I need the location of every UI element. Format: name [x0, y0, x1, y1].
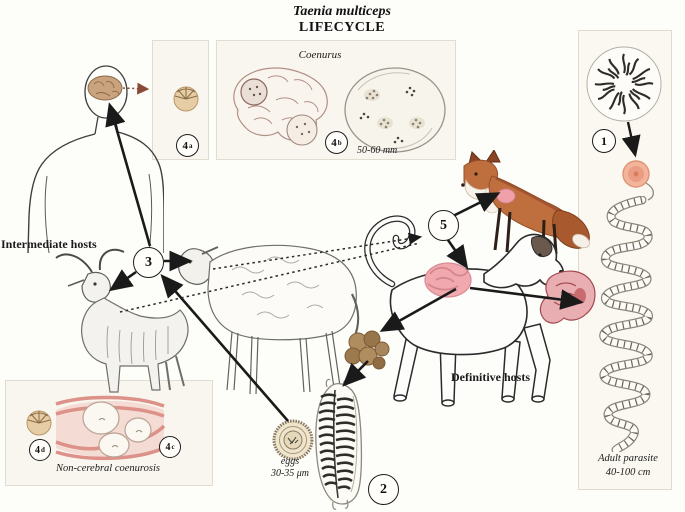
protoscolex-4a-illustration: [173, 86, 199, 112]
step-number: 4: [182, 139, 189, 152]
step-number: 2: [380, 481, 387, 497]
eggs-label: eggs: [280, 456, 300, 467]
step-badge-2: 2: [368, 474, 399, 505]
adult-parasite-label: Adult parasite: [598, 453, 658, 464]
proglottid-uterus-stem: [332, 389, 339, 499]
intermediate-hosts-label: Intermediate hosts: [1, 237, 97, 251]
fox-tail-tip-white: [572, 233, 590, 249]
step-number: 3: [145, 254, 152, 270]
dog-legs: [393, 323, 551, 407]
proglottid-illustration: [315, 378, 363, 510]
scolex-neck: [645, 182, 655, 201]
step-letter: c: [171, 443, 175, 451]
eggs-size-label: 30-35 μm: [270, 468, 310, 479]
egg-illustration: [272, 419, 314, 461]
step-number: 4: [165, 441, 171, 453]
egg-hooks: [287, 436, 299, 445]
non-cerebral-label: Non-cerebral coenurosis: [56, 463, 160, 474]
step-number: 1: [601, 133, 607, 148]
radiating-protoscolices: [594, 53, 654, 115]
step-number: 4: [35, 444, 41, 456]
human-torso-outline: [27, 131, 164, 253]
step-number: 5: [440, 217, 447, 233]
adult-parasite-size-label: 40-100 cm: [605, 467, 651, 478]
step-badge-5: 5: [428, 210, 459, 241]
goat-fur-lines: [106, 325, 169, 365]
sheep-ear: [201, 246, 219, 255]
coenurus-protoscolex-clusters: [359, 86, 422, 144]
diagram-title: Taenia multiceps LIFECYCLE: [222, 4, 462, 36]
coenurus-ball-illustration: [344, 67, 446, 153]
step-letter: a: [189, 141, 193, 150]
fox-legs: [493, 207, 558, 255]
species-title: Taenia multiceps: [293, 4, 391, 19]
goat-ear: [67, 279, 85, 287]
definitive-hosts-label: Definitive hosts: [451, 370, 530, 384]
lifecycle-title: LIFECYCLE: [298, 20, 386, 35]
goat-head: [81, 271, 111, 303]
step-letter: d: [41, 446, 45, 454]
dog-intestine: [424, 262, 472, 298]
coenurus-size-label: 50-60 mm: [357, 145, 398, 156]
step-number: 4: [331, 136, 337, 149]
dog-ear: [531, 235, 553, 257]
protoscolex-4d-illustration: [26, 410, 52, 436]
feces-illustration: [344, 330, 390, 370]
muscle-cysts: [82, 401, 152, 458]
goat-horns: [55, 248, 125, 273]
dog-tail-curl: [364, 215, 416, 288]
fox-illustration: [461, 150, 590, 255]
coenurus-label: Coenurus: [298, 49, 342, 61]
human-neck: [94, 116, 119, 135]
brain-cyst: [240, 78, 268, 106]
brain-icon: [87, 75, 123, 101]
proglottid-uterus-branches: [318, 393, 356, 490]
brain-coenurus-illustration: [233, 67, 328, 146]
fox-intestine: [496, 188, 516, 204]
muscle-cysts-illustration: [55, 395, 166, 461]
step-badge-1: 1: [592, 129, 616, 153]
coenurus-membrane-illustration: [586, 46, 662, 122]
step-badge-3: 3: [133, 247, 164, 278]
step-letter: b: [337, 138, 342, 147]
brain-lower-cyst: [286, 114, 318, 146]
adult-worm-illustration: [599, 196, 653, 452]
human-figure-illustration: [27, 65, 164, 253]
scolex-illustration: [622, 160, 655, 201]
